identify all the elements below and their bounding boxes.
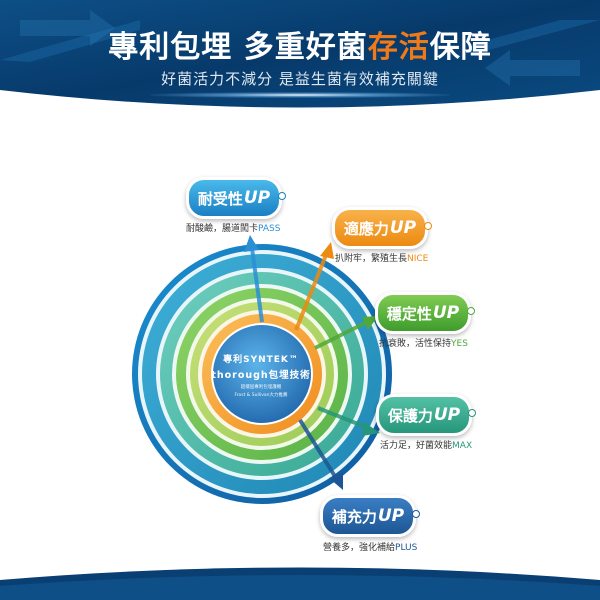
badge-title: 保護力: [387, 406, 433, 425]
badge-up: UP: [432, 303, 460, 323]
arrow-supplement: [298, 418, 343, 490]
desc-accent: NICE: [407, 254, 429, 264]
title-part2: 保障: [429, 30, 492, 65]
page-subtitle: 好菌活力不減分 是益生菌有效補充關鍵: [161, 70, 439, 88]
core-line1: 專利SYNTEK™: [223, 355, 299, 365]
desc-accent: YES: [451, 339, 468, 349]
header-banner: [0, 0, 600, 108]
badge-title: 補充力: [331, 507, 377, 526]
desc-accent: PASS: [258, 224, 281, 234]
badge-title: 適應力: [343, 219, 389, 238]
desc-accent: PLUS: [395, 543, 418, 553]
desc-main: 扒附牢，繁殖生長: [335, 254, 408, 264]
badge-title: 穩定性: [386, 304, 432, 323]
header-glow: [150, 92, 450, 98]
badge-dot-icon: [468, 409, 476, 417]
desc-stability: 抗衰敗，活性保持YES: [379, 336, 468, 349]
desc-main: 抗衰敗，活性保持: [379, 339, 452, 349]
arrow-protection: [317, 406, 380, 436]
desc-durability: 耐酸鹼，腸道闖卡PASS: [186, 221, 280, 234]
title-part1: 專利包埋 多重好菌: [108, 30, 368, 65]
badge-up: UP: [433, 405, 461, 425]
arrow-stability: [314, 316, 378, 350]
badge-dot-icon: [467, 307, 475, 315]
page-title: 專利包埋 多重好菌存活保障: [0, 22, 600, 66]
desc-accent: MAX: [452, 441, 473, 451]
desc-protection: 活力足，好菌效能MAX: [380, 438, 472, 451]
desc-main: 營養多，強化補給: [323, 543, 396, 553]
core-line4: Frost & Sullivan大力推薦: [234, 393, 288, 398]
desc-adaptability: 扒附牢，繁殖生長NICE: [335, 251, 428, 264]
badge-title: 耐受性: [197, 189, 243, 208]
title-highlight: 存活: [367, 30, 430, 65]
desc-supplement: 營養多，強化補給PLUS: [323, 540, 417, 553]
badge-up: UP: [377, 506, 405, 526]
core-technology-label: 專利SYNTEK™ thorough包埋技術 超穩固專利包埋護機 Frost &…: [196, 352, 326, 398]
desc-main: 活力足，好菌效能: [380, 441, 453, 451]
arrow-adaptability: [294, 242, 334, 331]
badge-up: UP: [389, 218, 417, 238]
footer-band: [0, 567, 600, 600]
core-line2: thorough包埋技術: [211, 370, 311, 381]
arrow-durability: [244, 235, 264, 323]
badge-up: UP: [243, 188, 271, 208]
badge-dot-icon: [278, 192, 286, 200]
core-line3: 超穩固專利包埋護機: [240, 385, 282, 390]
desc-main: 耐酸鹼，腸道闖卡: [186, 224, 259, 234]
badge-dot-icon: [412, 510, 420, 518]
badge-dot-icon: [424, 222, 432, 230]
